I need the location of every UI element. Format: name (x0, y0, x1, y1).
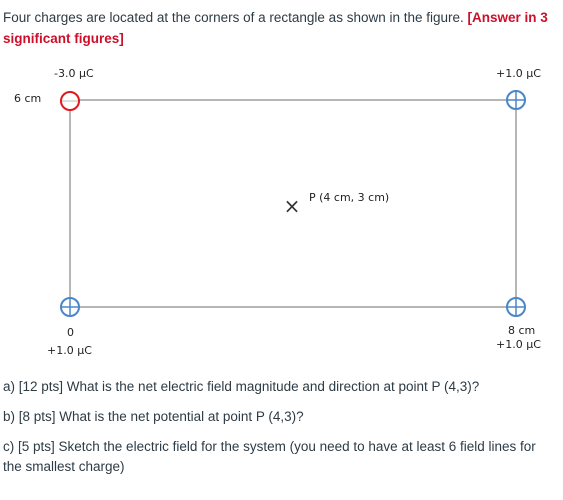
significant-figures-note: [Answer in 3 significant figures] (3, 10, 548, 46)
point-p-label: P (4 cm, 3 cm) (309, 191, 390, 204)
problem-intro: Four charges are located at the corners … (3, 7, 558, 49)
negative-charge-top-left (60, 91, 80, 111)
charge-label-top-left: -3.0 μC (54, 67, 94, 80)
question-a: a) [12 pts] What is the net electric fie… (3, 379, 480, 394)
positive-charge-bottom-right (506, 297, 526, 317)
label-origin: 0 (67, 326, 74, 339)
label-8cm: 8 cm (508, 324, 536, 337)
question-c: c) [5 pts] Sketch the electric field for… (3, 439, 536, 474)
charge-label-bottom-left: +1.0 μC (47, 344, 92, 357)
positive-charge-bottom-left (60, 297, 80, 317)
question-b: b) [8 pts] What is the net potential at … (3, 409, 304, 424)
charge-label-bottom-right: +1.0 μC (496, 338, 541, 351)
intro-text: Four charges are located at the corners … (3, 10, 464, 25)
charge-label-top-right: +1.0 μC (496, 67, 541, 80)
positive-charge-top-right (506, 90, 526, 110)
point-p-marker: × (284, 194, 301, 218)
label-6cm: 6 cm (14, 92, 42, 105)
